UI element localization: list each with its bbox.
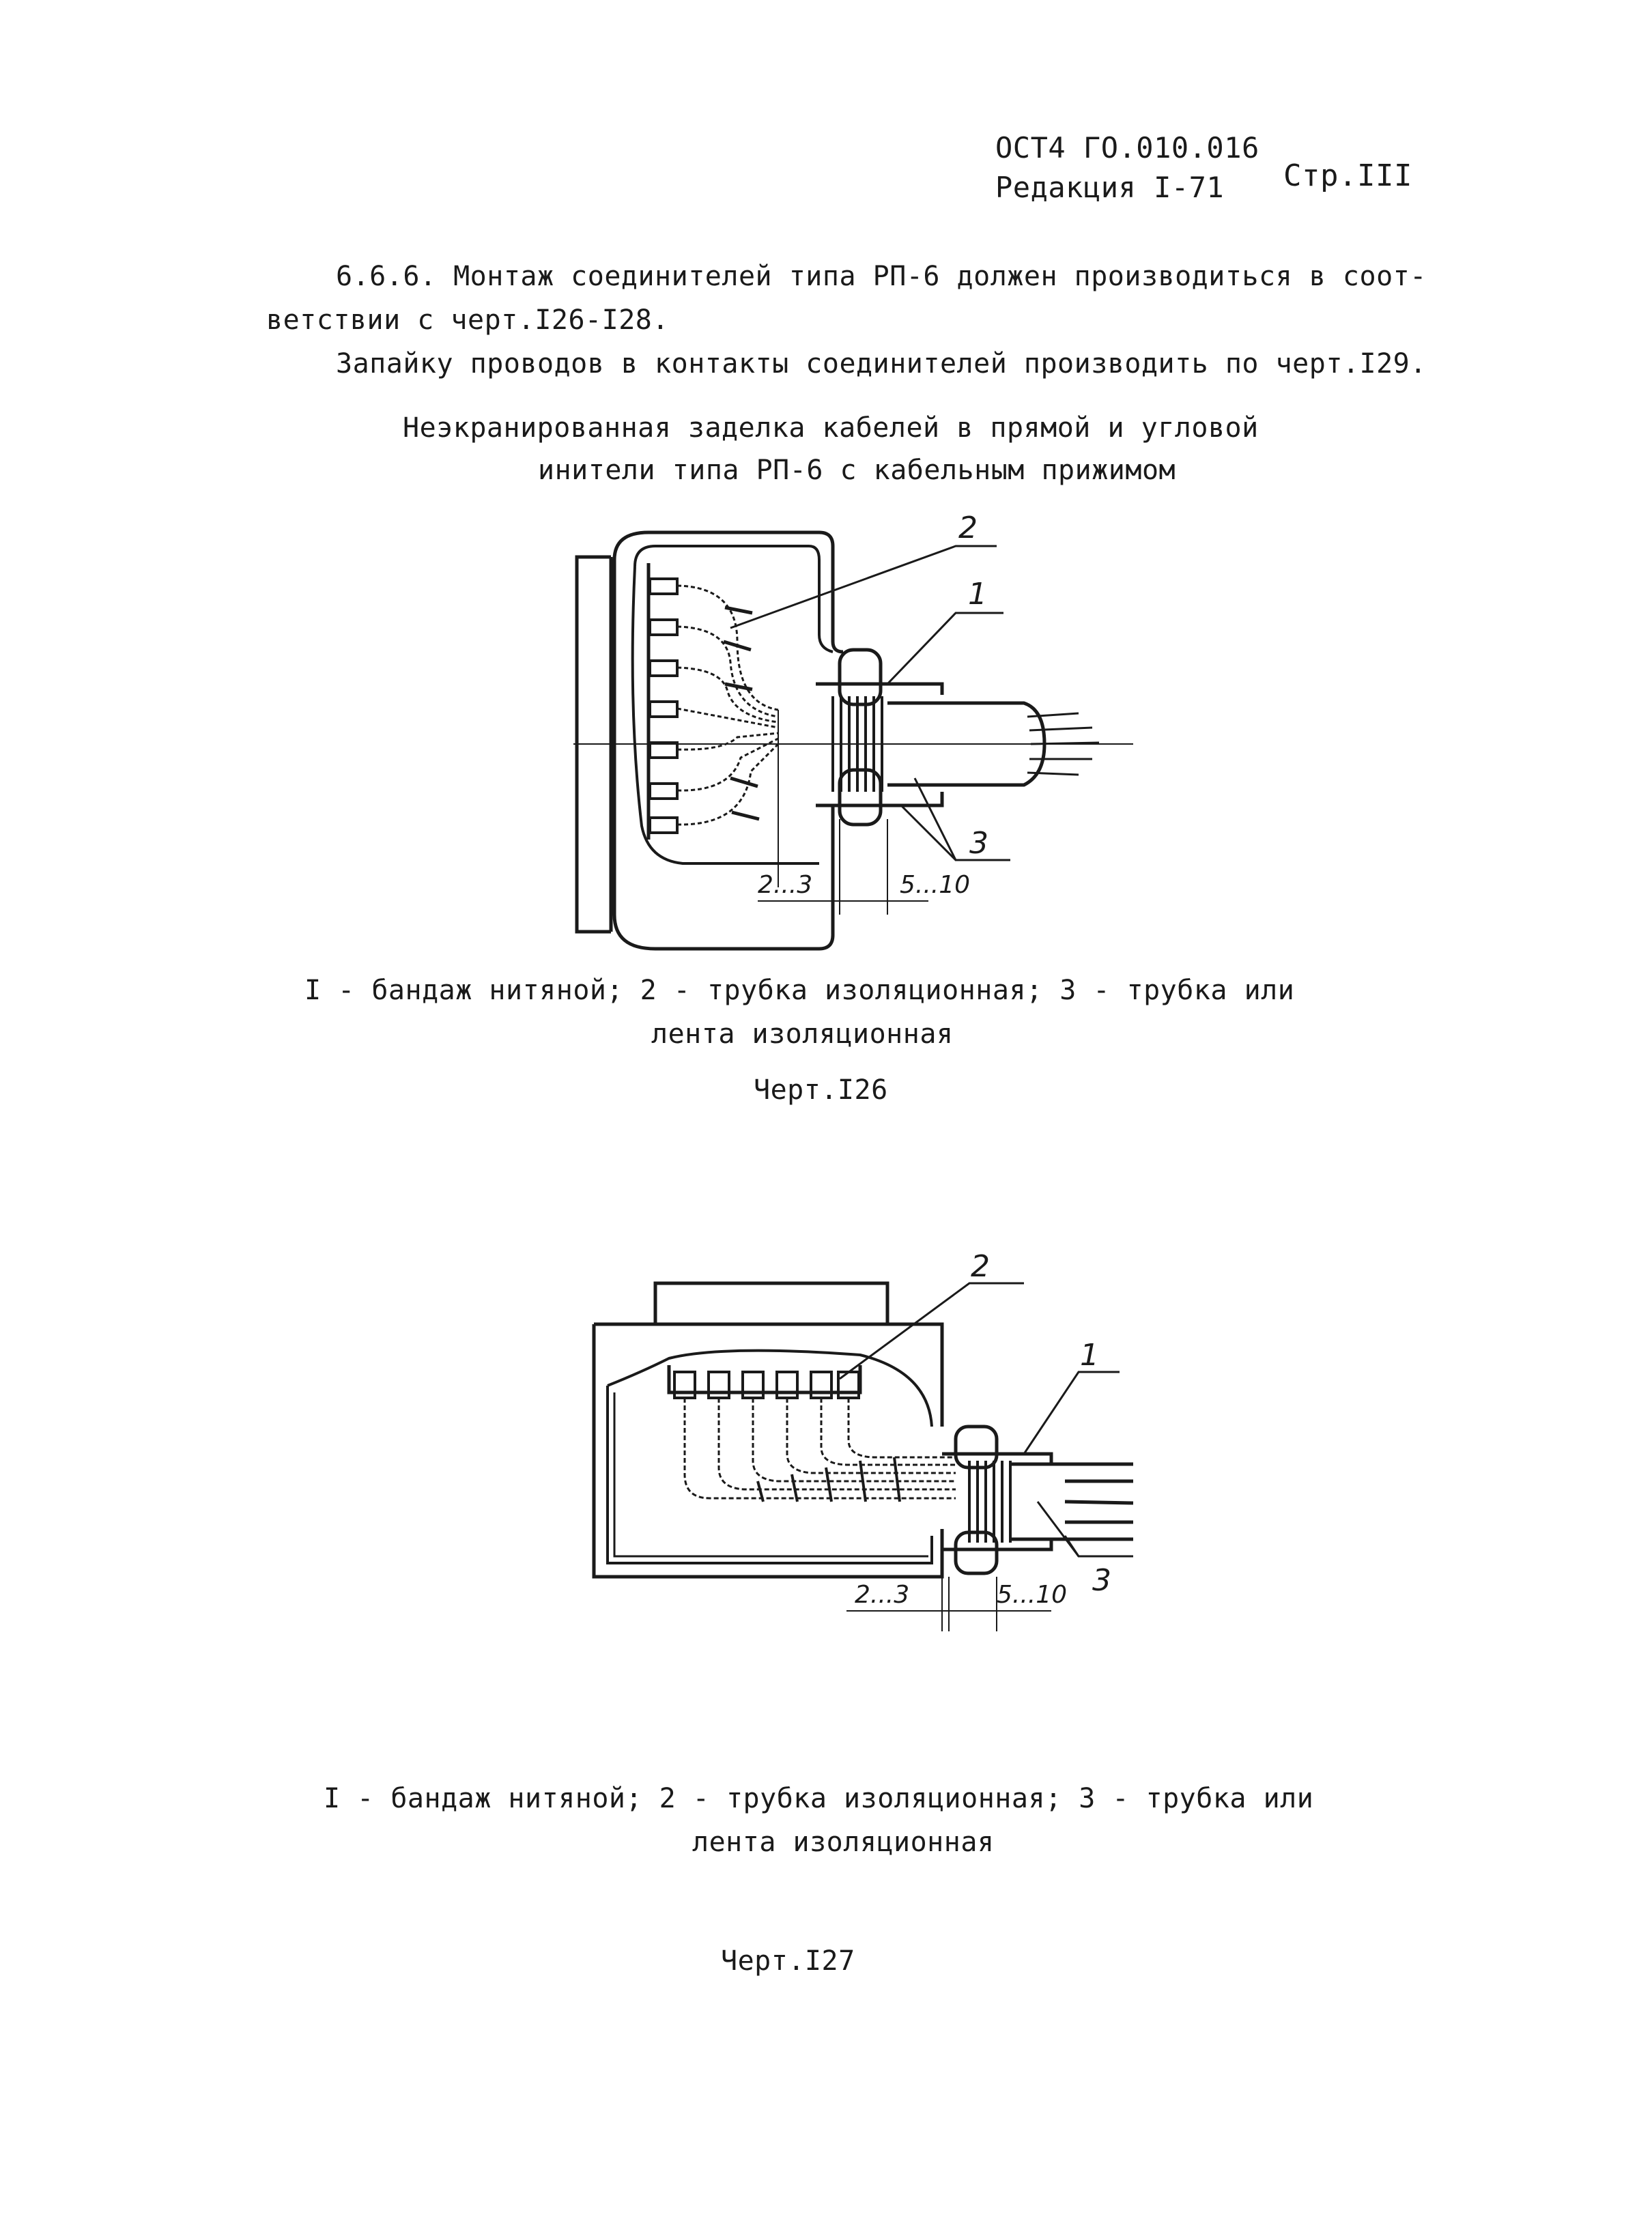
figure1-legend-line-1: I - бандаж нитяной; 2 - трубка изоляцион…	[304, 975, 1295, 1006]
doc-code: ОСТ4 ГО.010.016	[995, 131, 1259, 165]
page-number: Стр.III	[1283, 158, 1412, 193]
intro-line-1: 6.6.6. Монтаж соединителей типа РП-6 дол…	[336, 261, 1427, 292]
figure2-label-1: 1	[1080, 1338, 1099, 1373]
figure1-dim-left: 2...3	[758, 871, 812, 899]
figure1-title-line-2: инители типа РП-6 с кабельным прижимом	[538, 455, 1176, 486]
figure1-dim-right: 5...10	[900, 871, 970, 899]
intro-line-3: Запайку проводов в контакты соединителей…	[336, 348, 1427, 380]
intro-line-2: ветствии с черт.I26-I28.	[266, 304, 669, 336]
figure2-label-3: 3	[1092, 1563, 1111, 1598]
figure2-label-2: 2	[971, 1249, 990, 1284]
figure2-caption: Черт.I27	[721, 1945, 855, 1977]
figure2-dim-right: 5...10	[997, 1581, 1067, 1609]
figure2-legend-line-1: I - бандаж нитяной; 2 - трубка изоляцион…	[324, 1783, 1314, 1814]
figure2-legend-line-2: лента изоляционная	[692, 1827, 995, 1858]
edition: Редакция I-71	[995, 171, 1225, 204]
figure1-label-2: 2	[958, 511, 978, 545]
figure2-dim-left: 2...3	[855, 1581, 909, 1609]
figure1-label-1: 1	[968, 577, 987, 612]
figure1-drawing: 2 1 3 2...3 5...10	[573, 511, 1133, 951]
figure1-label-3: 3	[969, 826, 988, 861]
figure1-title-line-1: Неэкранированная заделка кабелей в прямо…	[403, 412, 1259, 444]
figure1-legend-line-2: лента изоляционная	[651, 1018, 954, 1050]
figure2-drawing: 2 1 3 2...3 5...10	[592, 1249, 1134, 1631]
figure1-caption: Черт.I26	[754, 1074, 888, 1106]
